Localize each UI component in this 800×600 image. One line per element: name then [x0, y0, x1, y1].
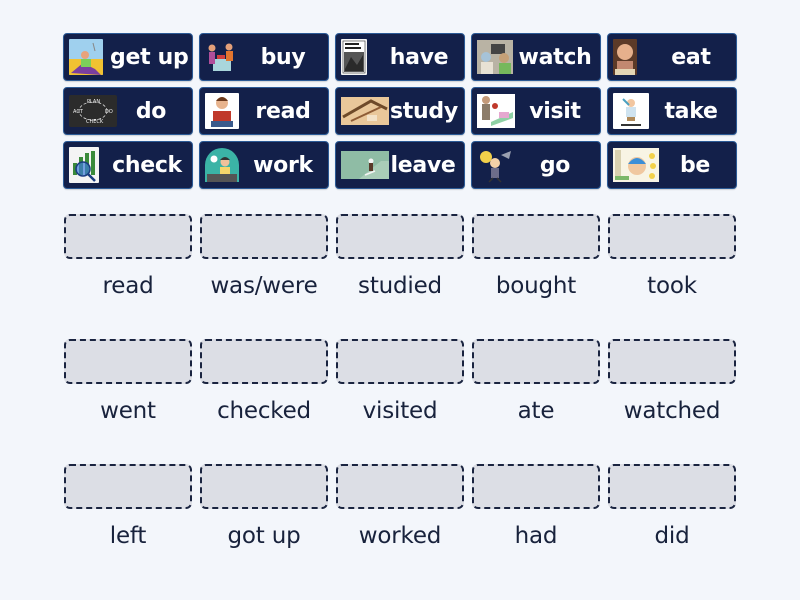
plan-do-check-act-icon: PLAN DO CHECK ACT — [69, 95, 117, 127]
tile-have[interactable]: have — [335, 33, 465, 81]
tile-word: check — [112, 152, 182, 178]
drop-zone[interactable] — [472, 464, 600, 509]
svg-text:DO: DO — [105, 109, 113, 115]
tile-take[interactable]: take — [607, 87, 737, 135]
drop-zone[interactable] — [200, 214, 328, 259]
tile-word: work — [253, 152, 313, 178]
target-label: left — [109, 523, 147, 549]
tile-watch[interactable]: watch — [471, 33, 601, 81]
drop-zone[interactable] — [608, 214, 736, 259]
drop-zone[interactable] — [336, 214, 464, 259]
tile-leave[interactable]: leave — [335, 141, 465, 189]
tile-check[interactable]: check — [63, 141, 193, 189]
target-label: got up — [227, 523, 301, 549]
tile-word: visit — [529, 98, 581, 124]
drop-zone[interactable] — [472, 214, 600, 259]
cartoon-going-icon — [477, 147, 515, 183]
tile-word: study — [390, 98, 458, 124]
target-cell: read — [64, 214, 192, 303]
drop-zone[interactable] — [64, 464, 192, 509]
tile-eat[interactable]: eat — [607, 33, 737, 81]
target-row-3: left got up worked had did — [64, 464, 738, 553]
match-targets: read was/were studied bought took went c… — [64, 214, 738, 553]
svg-text:PLAN: PLAN — [87, 99, 100, 105]
target-row-1: read was/were studied bought took — [64, 214, 738, 303]
target-cell: got up — [200, 464, 328, 553]
target-label: ate — [517, 398, 555, 424]
drop-zone[interactable] — [336, 339, 464, 384]
target-label: took — [647, 273, 697, 299]
thinking-kid-icon — [613, 148, 659, 182]
tile-word: have — [389, 44, 449, 70]
tile-buy[interactable]: buy — [199, 33, 329, 81]
person-waking-up-icon — [69, 39, 103, 75]
target-label: had — [514, 523, 558, 549]
target-cell: worked — [336, 464, 464, 553]
drop-zone[interactable] — [472, 339, 600, 384]
tile-word: do — [135, 98, 167, 124]
target-cell: was/were — [200, 214, 328, 303]
answer-tiles-bank: get up buy have watch eat — [63, 33, 738, 189]
tile-do[interactable]: PLAN DO CHECK ACT do — [63, 87, 193, 135]
target-cell: watched — [608, 339, 736, 428]
tile-study[interactable]: study — [335, 87, 465, 135]
target-cell: left — [64, 464, 192, 553]
tile-word: watch — [518, 44, 592, 70]
target-label: worked — [358, 523, 442, 549]
tile-be[interactable]: be — [607, 141, 737, 189]
person-leaving-icon — [341, 151, 389, 179]
tile-word: buy — [260, 44, 306, 70]
drop-zone[interactable] — [608, 464, 736, 509]
target-label: watched — [623, 398, 721, 424]
study-desk-icon — [341, 97, 389, 125]
tile-get-up[interactable]: get up — [63, 33, 193, 81]
target-cell: did — [608, 464, 736, 553]
book-cover-icon — [341, 39, 367, 75]
drop-zone[interactable] — [64, 214, 192, 259]
child-eating-icon — [613, 39, 637, 75]
target-cell: visited — [336, 339, 464, 428]
family-watching-tv-icon — [477, 40, 513, 74]
magnifier-chart-icon — [69, 147, 99, 183]
target-cell: studied — [336, 214, 464, 303]
tile-word: eat — [671, 44, 711, 70]
tile-word: get up — [110, 44, 189, 70]
target-label: bought — [495, 273, 577, 299]
target-label: did — [654, 523, 690, 549]
drop-zone[interactable] — [608, 339, 736, 384]
target-label: visited — [362, 398, 438, 424]
office-worker-icon — [205, 148, 239, 182]
drop-zone[interactable] — [200, 339, 328, 384]
target-label: went — [100, 398, 156, 424]
tile-word: read — [255, 98, 311, 124]
target-label: was/were — [210, 273, 318, 299]
people-shopping-icon — [205, 39, 237, 75]
tile-read[interactable]: read — [199, 87, 329, 135]
target-cell: took — [608, 214, 736, 303]
target-cell: checked — [200, 339, 328, 428]
drop-zone[interactable] — [336, 464, 464, 509]
target-row-2: went checked visited ate watched — [64, 339, 738, 428]
tile-visit[interactable]: visit — [471, 87, 601, 135]
boy-reading-icon — [205, 93, 239, 129]
svg-text:ACT: ACT — [73, 109, 84, 115]
target-cell: had — [472, 464, 600, 553]
tile-word: go — [539, 152, 571, 178]
target-cell: went — [64, 339, 192, 428]
take-medicine-icon — [613, 93, 649, 129]
tile-word: be — [679, 152, 711, 178]
drop-zone[interactable] — [200, 464, 328, 509]
tile-go[interactable]: go — [471, 141, 601, 189]
tile-work[interactable]: work — [199, 141, 329, 189]
target-label: read — [102, 273, 154, 299]
visiting-patient-icon — [477, 94, 515, 128]
tile-word: leave — [390, 152, 456, 178]
target-cell: bought — [472, 214, 600, 303]
target-label: studied — [358, 273, 442, 299]
svg-text:CHECK: CHECK — [86, 119, 104, 125]
tile-word: take — [664, 98, 718, 124]
target-cell: ate — [472, 339, 600, 428]
target-label: checked — [217, 398, 311, 424]
drop-zone[interactable] — [64, 339, 192, 384]
